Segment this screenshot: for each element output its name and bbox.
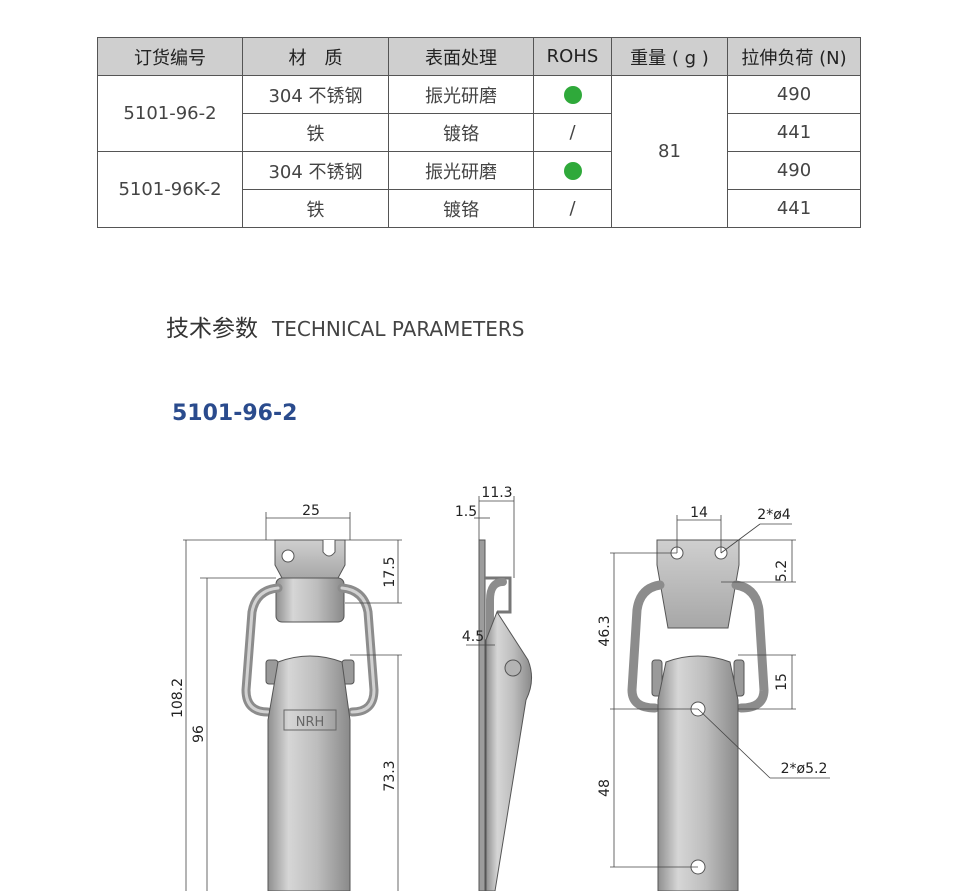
table-row: 5101-96-2 304 不锈钢 振光研磨 81 490 xyxy=(97,75,861,228)
rohs-cell xyxy=(533,151,612,190)
table-header-row: 订货编号 材 质 表面处理 ROHS 重量 ( g ) 拉伸负荷 (N) xyxy=(97,37,861,76)
front-view: NRH 25 17.5 108.2 96 73.3 xyxy=(170,503,402,891)
load-cell: 490 xyxy=(727,151,861,190)
dim-front-inner: 96 xyxy=(191,725,207,743)
header-rohs: ROHS xyxy=(533,37,612,76)
nrh-logo: NRH xyxy=(296,715,325,730)
dim-back-hole-spec: 2*ø4 xyxy=(757,507,790,523)
load-cell: 441 xyxy=(727,113,861,152)
material-cell: 304 不锈钢 xyxy=(242,151,389,190)
model-label: 5101-96-2 xyxy=(172,401,298,426)
surface-cell: 振光研磨 xyxy=(388,151,534,190)
rohs-compliant-icon xyxy=(563,162,582,180)
dim-back-hole-spacing: 14 xyxy=(690,505,708,521)
dim-front-lower: 73.3 xyxy=(382,760,398,791)
header-surface: 表面处理 xyxy=(388,37,534,76)
header-weight: 重量 ( g ) xyxy=(611,37,728,76)
load-cell: 441 xyxy=(727,189,861,228)
header-order-no: 订货编号 xyxy=(97,37,243,76)
load-cell: 490 xyxy=(727,75,861,114)
order-no-cell: 5101-96K-2 xyxy=(97,151,243,228)
section-title-en: TECHNICAL PARAMETERS xyxy=(272,317,525,341)
dim-back-hole-offset: 5.2 xyxy=(774,560,790,582)
dim-back-lower-spacing: 48 xyxy=(597,779,613,797)
dim-front-width: 25 xyxy=(302,503,320,519)
surface-cell: 振光研磨 xyxy=(388,75,534,114)
dim-side-depth: 11.3 xyxy=(481,485,512,501)
dim-front-top: 17.5 xyxy=(382,556,398,587)
dim-back-gap: 15 xyxy=(774,673,790,691)
back-view: 14 2*ø4 5.2 46.3 15 2*ø5.2 48 xyxy=(597,505,830,891)
table-row: 铁 镀铬 / 441 xyxy=(98,189,861,228)
header-material: 材 质 xyxy=(242,37,389,76)
side-view: 11.3 1.5 4.5 xyxy=(455,485,532,891)
spec-table: 订货编号 材 质 表面处理 ROHS 重量 ( g ) 拉伸负荷 (N) 510… xyxy=(97,37,861,228)
header-load: 拉伸负荷 (N) xyxy=(727,37,861,76)
surface-cell: 镀铬 xyxy=(388,113,534,152)
rohs-compliant-icon xyxy=(563,86,582,104)
material-cell: 铁 xyxy=(242,189,389,228)
dim-back-plate-height: 46.3 xyxy=(597,615,613,646)
order-no-cell: 5101-96-2 xyxy=(97,75,243,152)
rohs-cell: / xyxy=(533,113,612,152)
dim-front-overall: 108.2 xyxy=(170,678,186,718)
weight-cell: 81 xyxy=(611,75,728,228)
dim-side-thickness: 1.5 xyxy=(455,504,477,520)
material-cell: 铁 xyxy=(242,113,389,152)
material-cell: 304 不锈钢 xyxy=(242,75,389,114)
surface-cell: 镀铬 xyxy=(388,189,534,228)
dim-side-offset: 4.5 xyxy=(462,629,484,645)
dim-back-lower-hole-spec: 2*ø5.2 xyxy=(781,761,828,777)
section-title-cn: 技术参数 xyxy=(166,316,258,342)
section-title: 技术参数 TECHNICAL PARAMETERS xyxy=(166,309,524,343)
rohs-cell xyxy=(533,75,612,114)
technical-drawing: NRH 25 17.5 108.2 96 73.3 xyxy=(170,485,830,891)
rohs-cell: / xyxy=(533,189,612,228)
table-row: 5101-96K-2 304 不锈钢 振光研磨 490 xyxy=(97,151,861,228)
